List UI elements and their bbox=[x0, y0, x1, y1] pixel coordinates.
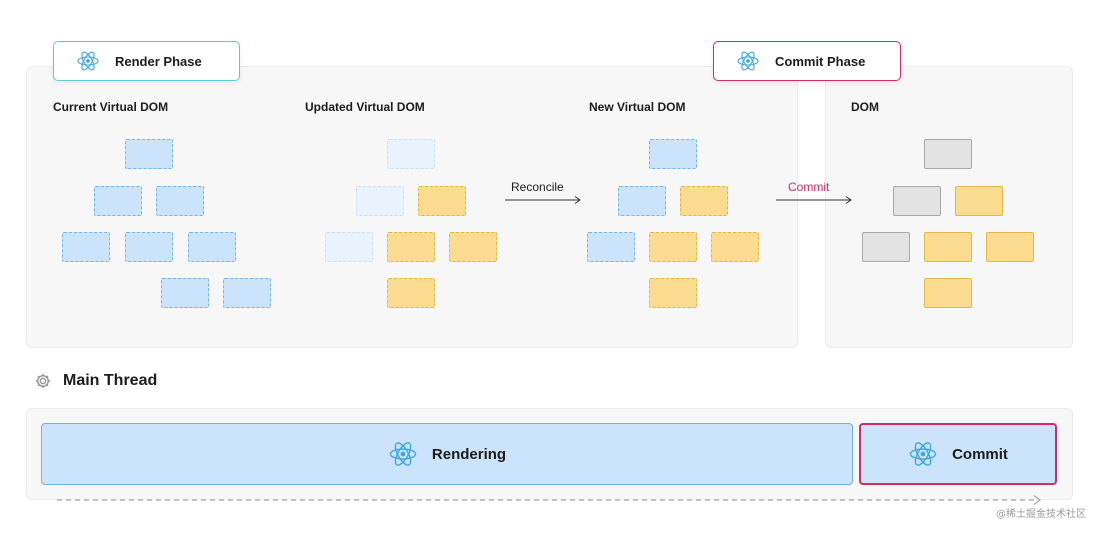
time-axis-arrow bbox=[57, 494, 1042, 506]
tree-node bbox=[125, 139, 173, 169]
new-vdom-label: New Virtual DOM bbox=[589, 100, 686, 114]
tree-node bbox=[587, 232, 635, 262]
tree-node bbox=[618, 186, 666, 216]
tree-node bbox=[924, 232, 972, 262]
tree-node bbox=[387, 232, 435, 262]
tree-node bbox=[325, 232, 373, 262]
tree-node bbox=[161, 278, 209, 308]
commit-arrow-label: Commit bbox=[788, 180, 830, 194]
main-thread-label: Main Thread bbox=[63, 372, 158, 389]
commit-arrow bbox=[776, 196, 852, 204]
reconcile-arrow bbox=[505, 196, 581, 204]
current-vdom-label: Current Virtual DOM bbox=[53, 100, 169, 114]
render-phase-label: Render Phase bbox=[115, 53, 202, 69]
render-phase-badge: Render Phase bbox=[53, 41, 240, 81]
rendering-label: Rendering bbox=[431, 445, 507, 463]
gear-icon bbox=[35, 373, 51, 389]
tree-node bbox=[356, 186, 404, 216]
tree-node bbox=[387, 278, 435, 308]
react-icon bbox=[909, 442, 937, 466]
commit-phase-label: Commit Phase bbox=[775, 53, 866, 69]
commit-bar: Commit bbox=[859, 423, 1057, 485]
react-icon bbox=[389, 442, 417, 466]
tree-node bbox=[62, 232, 110, 262]
tree-node bbox=[924, 139, 972, 169]
dom-label: DOM bbox=[851, 100, 879, 114]
commit-phase-badge: Commit Phase bbox=[713, 41, 901, 81]
tree-node bbox=[94, 186, 142, 216]
tree-node bbox=[649, 232, 697, 262]
tree-node bbox=[449, 232, 497, 262]
reconcile-label: Reconcile bbox=[511, 180, 564, 194]
rendering-bar: Rendering bbox=[41, 423, 853, 485]
tree-node bbox=[893, 186, 941, 216]
watermark: @稀土掘金技术社区 bbox=[996, 509, 1086, 520]
tree-node bbox=[924, 278, 972, 308]
tree-node bbox=[862, 232, 910, 262]
tree-node bbox=[711, 232, 759, 262]
react-icon bbox=[77, 51, 99, 71]
main-thread-heading: Main Thread bbox=[34, 372, 157, 390]
tree-node bbox=[387, 139, 435, 169]
commit-bar-label: Commit bbox=[952, 445, 1008, 463]
tree-node bbox=[649, 278, 697, 308]
tree-node bbox=[680, 186, 728, 216]
tree-node bbox=[156, 186, 204, 216]
tree-node bbox=[649, 139, 697, 169]
updated-vdom-label: Updated Virtual DOM bbox=[305, 100, 425, 114]
tree-node bbox=[188, 232, 236, 262]
tree-node bbox=[223, 278, 271, 308]
tree-node bbox=[125, 232, 173, 262]
tree-node bbox=[418, 186, 466, 216]
react-icon bbox=[737, 51, 759, 71]
tree-node bbox=[955, 186, 1003, 216]
tree-node bbox=[986, 232, 1034, 262]
